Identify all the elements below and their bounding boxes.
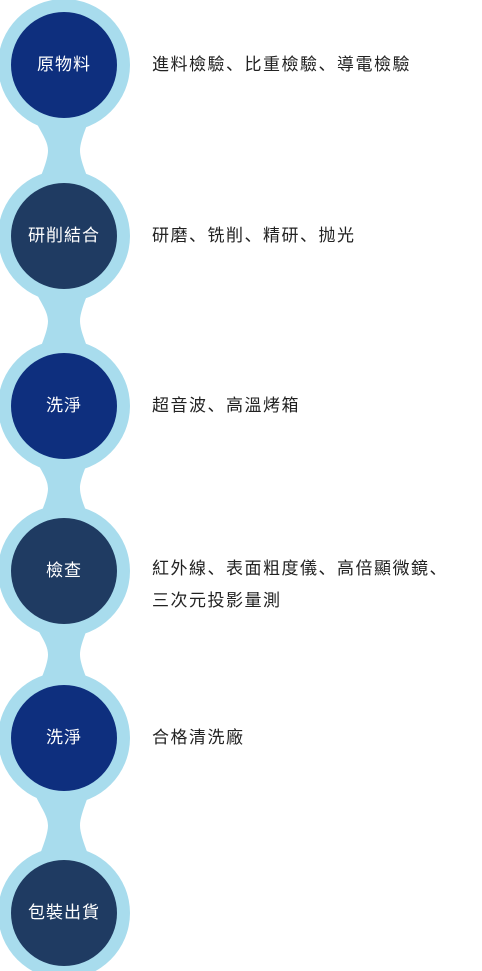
inner-circles bbox=[11, 12, 117, 966]
step-2-description-line-1: 研磨、铣削、精研、抛光 bbox=[152, 226, 356, 246]
step-1-description: 進料檢驗、比重檢驗、導電檢驗 bbox=[152, 49, 477, 81]
step-1-label: 原物料 bbox=[37, 55, 91, 75]
step-4-circle bbox=[11, 518, 117, 624]
step-4-description-line-2: 三次元投影量測 bbox=[152, 591, 282, 611]
step-4-label: 檢查 bbox=[46, 561, 82, 581]
step-5-description: 合格清洗廠 bbox=[152, 722, 477, 754]
step-4-description: 紅外線、表面粗度儀、高倍顯微鏡、 三次元投影量測 bbox=[152, 553, 477, 617]
step-1-circle bbox=[11, 12, 117, 118]
step-3-description-line-1: 超音波、高溫烤箱 bbox=[152, 396, 300, 416]
step-3-label: 洗淨 bbox=[46, 396, 82, 416]
step-4-description-line-1: 紅外線、表面粗度儀、高倍顯微鏡、 bbox=[152, 559, 448, 579]
step-1-description-line-1: 進料檢驗、比重檢驗、導電檢驗 bbox=[152, 55, 411, 75]
step-2-label: 研削結合 bbox=[28, 226, 100, 246]
step-3-circle bbox=[11, 353, 117, 459]
step-2-description: 研磨、铣削、精研、抛光 bbox=[152, 220, 477, 252]
step-3-description: 超音波、高溫烤箱 bbox=[152, 390, 477, 422]
step-5-circle bbox=[11, 685, 117, 791]
step-6-label: 包裝出貨 bbox=[28, 903, 100, 923]
step-6-circle bbox=[11, 860, 117, 966]
step-5-label: 洗淨 bbox=[46, 728, 82, 748]
step-2-circle bbox=[11, 183, 117, 289]
step-5-description-line-1: 合格清洗廠 bbox=[152, 728, 245, 748]
